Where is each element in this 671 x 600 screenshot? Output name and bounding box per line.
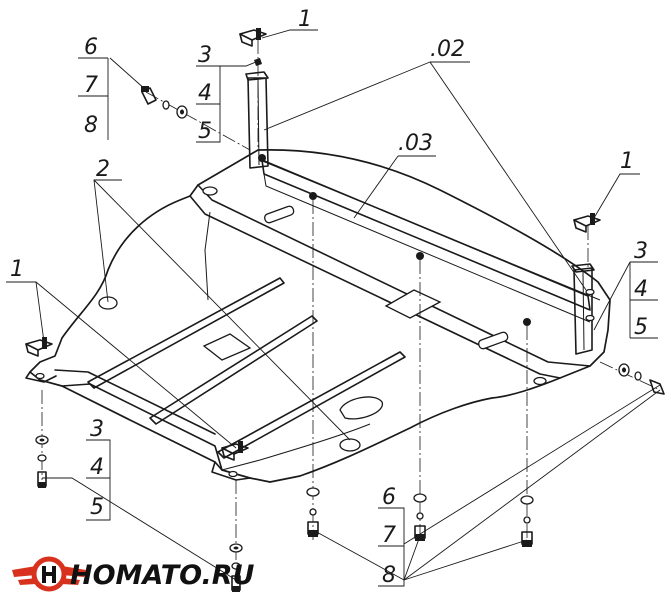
fastener-set-top [254, 58, 262, 66]
callout-left-3: 3 [90, 417, 104, 442]
bracket-bottom [221, 441, 249, 461]
plate-openings [98, 154, 547, 452]
callout-labels: 1 1 1 2 3 4 5 3 4 5 3 4 5 6 7 8 6 7 8 .0… [10, 7, 648, 588]
callout-bracket-left: 1 [10, 257, 24, 282]
logo-wordmark: HOMATO.RU [70, 560, 255, 591]
bracket-top [239, 28, 267, 47]
assembly-axes [41, 40, 661, 570]
callout-top-3: 3 [198, 43, 212, 68]
fastener-set-top-left [141, 86, 188, 119]
callout-stiffener-rails: 2 [96, 157, 110, 182]
fastener-set-left [35, 435, 49, 488]
logo-emblem-icon [12, 556, 86, 592]
callout-part-03: .03 [398, 131, 433, 156]
callout-bottom-8: 8 [382, 563, 396, 588]
fastener-set-bottom-left [229, 543, 243, 592]
callout-right-3: 3 [634, 239, 648, 264]
bracket-left [25, 337, 53, 357]
callout-left-5: 5 [90, 495, 104, 520]
callout-tl-8: 8 [84, 113, 98, 138]
callout-top-5: 5 [198, 119, 212, 144]
callout-bracket-top: 1 [298, 7, 312, 32]
stiffener-rails [87, 277, 406, 459]
site-logo: HOMATO.RU [12, 556, 255, 592]
callout-right-5: 5 [634, 315, 648, 340]
fastener-set-right [585, 288, 665, 395]
leader-lines [6, 29, 661, 587]
mounting-ears [25, 371, 251, 481]
callout-part-02: .02 [430, 37, 465, 62]
cross-member [261, 159, 591, 323]
skid-plate [29, 149, 611, 483]
callout-bottom-7: 7 [382, 523, 396, 548]
callout-bracket-right: 1 [620, 149, 634, 174]
bracket-right [573, 213, 601, 233]
vertical-post-right [571, 263, 595, 355]
callout-tl-7: 7 [84, 73, 98, 98]
fastener-set-bottom [306, 487, 534, 547]
callout-left-4: 4 [90, 455, 104, 480]
callout-tl-6: 6 [84, 35, 98, 60]
callout-right-4: 4 [634, 277, 648, 302]
callout-bottom-6: 6 [382, 485, 396, 510]
callout-top-4: 4 [198, 81, 212, 106]
